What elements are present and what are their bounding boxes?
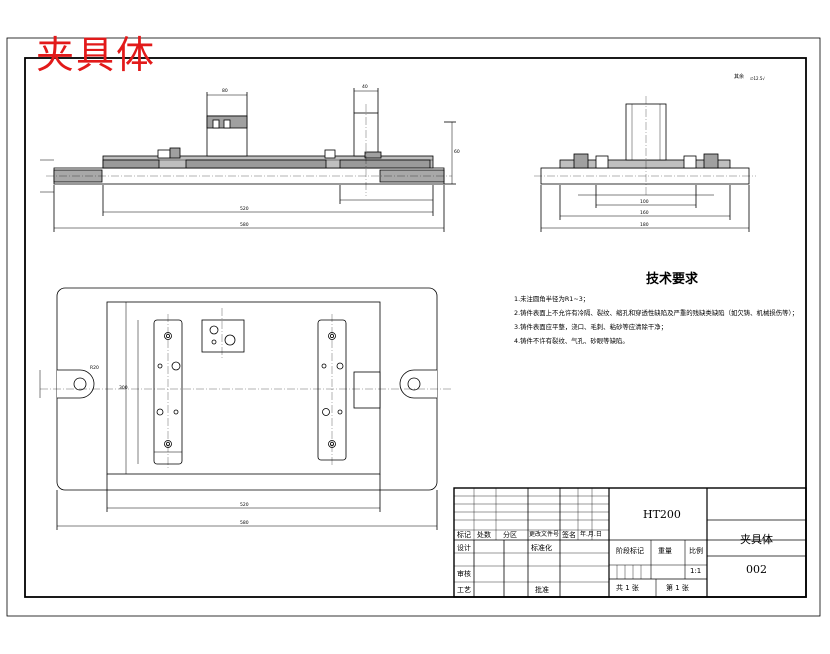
- dim-side-inner: 160: [640, 211, 649, 216]
- row-label-count: 处数: [477, 531, 491, 539]
- requirement-item: 2.铸件表面上不允许有冷隔、裂纹、缩孔和穿透性缺陷及严重的残缺类缺陷（如欠铸、机…: [514, 309, 799, 317]
- row-label-zone: 分区: [503, 531, 517, 539]
- inner-frame: [24, 57, 807, 598]
- title-block: [453, 487, 807, 598]
- design-label: 设计: [457, 544, 471, 552]
- dim-front-boss: 40: [362, 85, 368, 90]
- surface-legend-note: 其余: [734, 74, 745, 80]
- sheet-number: 第 1 张: [666, 584, 689, 592]
- row-label-date: 年.月.日: [580, 531, 602, 538]
- dim-plan-height: 300: [119, 386, 128, 391]
- requirements-heading: 技术要求: [646, 272, 699, 287]
- row-label-change: 更改文件号: [529, 531, 560, 538]
- dim-side-overall: 180: [640, 223, 649, 228]
- part-name: 夹具体: [740, 533, 773, 546]
- plan-view: [39, 287, 452, 530]
- stage-mark-label: 阶段标记: [616, 547, 644, 555]
- requirement-item: 3.铸件表面应平整，浇口、毛刺、粘砂等应清除干净；: [514, 323, 668, 331]
- standardization-label: 标准化: [531, 544, 552, 552]
- material-label: HT200: [643, 508, 681, 521]
- dim-front-overall: 580: [240, 223, 249, 228]
- requirement-item: 1.未注圆角半径为R1~3；: [514, 295, 590, 303]
- dim-front-inner: 520: [240, 207, 249, 212]
- outer-border: [6, 37, 821, 617]
- front-view: [40, 88, 456, 232]
- review-label: 审核: [457, 570, 471, 578]
- surface-note: ∅12.5√: [750, 76, 765, 81]
- requirement-item: 4.铸件不许有裂纹、气孔、砂眼等缺陷。: [514, 337, 629, 345]
- dim-plan-inner: 520: [240, 503, 249, 508]
- approve-label: 批准: [535, 586, 549, 594]
- scale-label: 比例: [689, 547, 703, 555]
- process-label: 工艺: [457, 586, 471, 594]
- sheets-total: 共 1 张: [616, 584, 639, 592]
- drawing-number: 002: [746, 563, 767, 576]
- scale-value: 1:1: [690, 567, 702, 575]
- dim-side-middle: 100: [640, 200, 649, 205]
- weight-label: 重量: [658, 547, 672, 555]
- dim-plan-overall: 580: [240, 521, 249, 526]
- side-view: [534, 96, 756, 232]
- dim-front-height: 60: [454, 150, 460, 155]
- dim-front-top: 80: [222, 89, 228, 94]
- row-label-sign: 签名: [562, 531, 576, 539]
- row-label-mark: 标记: [457, 531, 471, 539]
- drawing-title: 夹具体: [36, 33, 157, 77]
- dim-plan-slot: R20: [90, 366, 99, 371]
- requirements-list: 1.未注圆角半径为R1~3； 2.铸件表面上不允许有冷隔、裂纹、缩孔和穿透性缺陷…: [514, 292, 799, 348]
